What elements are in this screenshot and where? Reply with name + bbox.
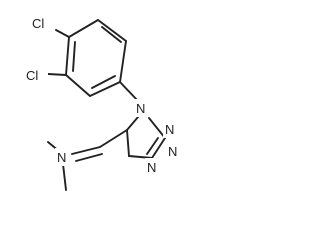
bond-cl-mid	[47, 73, 67, 76]
atom-label-cl-mid: Cl	[26, 68, 38, 83]
atom-label-n2: N	[165, 122, 174, 137]
atom-label-n3: N	[168, 144, 177, 159]
bond-aryl-n1	[119, 81, 139, 102]
chemical-structure: Cl Cl N N N N N	[26, 16, 178, 191]
atom-label-n4: N	[147, 160, 156, 175]
atom-label-cl-top: Cl	[32, 16, 44, 31]
atom-label-n1: N	[136, 101, 145, 116]
bond-cl-top	[55, 29, 70, 38]
tetrazole-ring	[126, 116, 166, 159]
benzene-ring	[65, 19, 127, 97]
atom-label-n-amine: N	[57, 150, 66, 165]
